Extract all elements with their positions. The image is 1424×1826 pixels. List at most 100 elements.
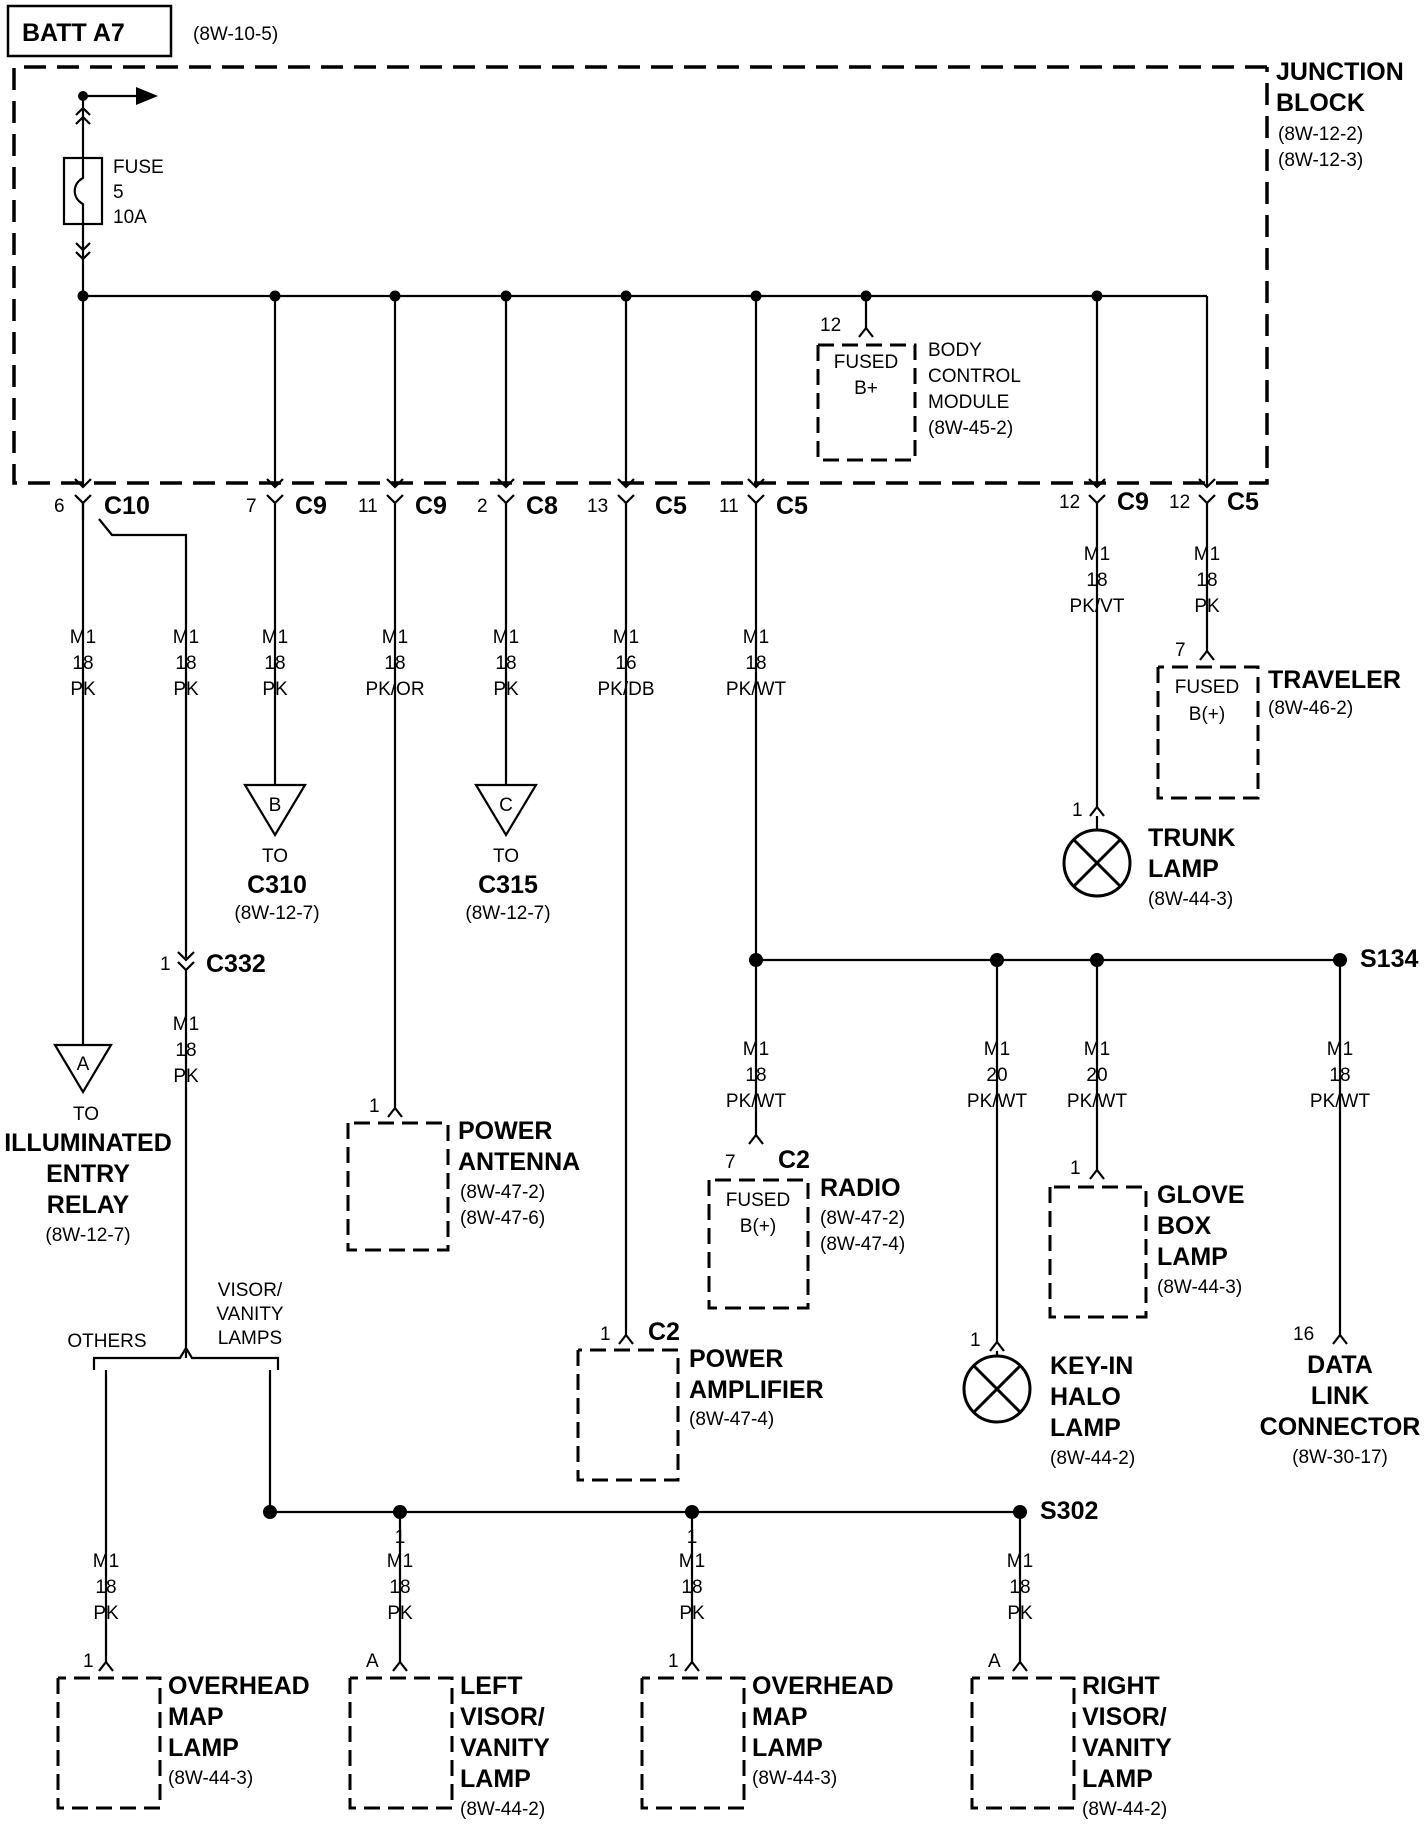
overhead-left-component bbox=[56, 1660, 162, 1810]
glove-box-name-2: BOX bbox=[1157, 1212, 1212, 1240]
c332-name: C332 bbox=[206, 950, 266, 978]
offpage-b-conn: C310 bbox=[247, 871, 307, 899]
radio-component bbox=[707, 1133, 810, 1310]
glove-box-name-3: LAMP bbox=[1157, 1243, 1228, 1271]
overhead-mid-name-3: LAMP bbox=[752, 1734, 823, 1762]
overhead-mid-name-1: OVERHEAD bbox=[752, 1672, 894, 1700]
fuse-number: 5 bbox=[113, 182, 124, 203]
bcm-name-3: MODULE bbox=[928, 392, 1009, 413]
wire-10-circuit: M1 bbox=[743, 1039, 769, 1060]
wire-3-gauge: 18 bbox=[384, 653, 405, 674]
wire-5-circuit: M1 bbox=[613, 627, 639, 648]
bcm-pin: 12 bbox=[820, 315, 841, 336]
wire-c10-branch bbox=[98, 518, 188, 958]
glove-box-pin: 1 bbox=[1070, 1158, 1081, 1179]
key-in-name-1: KEY-IN bbox=[1050, 1352, 1133, 1380]
s302-splice-dot-1 bbox=[263, 1505, 277, 1519]
fuse-lower-connector-icon bbox=[75, 242, 91, 261]
bcm-inner-2: B+ bbox=[854, 378, 878, 399]
power-amplifier-name-2: AMPLIFIER bbox=[689, 1376, 824, 1404]
junction-block-name: JUNCTION bbox=[1276, 58, 1404, 86]
offpage-a-name-3: RELAY bbox=[47, 1191, 130, 1219]
radio-inner-1: FUSED bbox=[726, 1190, 790, 1211]
traveler-inner-2: B(+) bbox=[1189, 704, 1225, 725]
wire-11-gauge: 20 bbox=[986, 1065, 1007, 1086]
c5-13-name: C5 bbox=[655, 492, 687, 520]
wire-10-color: PK/WT bbox=[726, 1091, 787, 1112]
wire-2-circuit: M1 bbox=[262, 627, 288, 648]
power-antenna-pin: 1 bbox=[369, 1096, 380, 1117]
c5-13-pin: 13 bbox=[587, 496, 608, 517]
wire-0-circuit: M1 bbox=[70, 627, 96, 648]
glove-box-component bbox=[1048, 1168, 1148, 1319]
wire-9-circuit: M1 bbox=[173, 1014, 199, 1035]
wire-1-gauge: 18 bbox=[175, 653, 196, 674]
left-visor-component bbox=[348, 1660, 454, 1810]
trunk-lamp-pin: 1 bbox=[1072, 800, 1083, 821]
wire-1-circuit: M1 bbox=[173, 627, 199, 648]
key-in-lamp-bulb-icon bbox=[962, 1340, 1032, 1424]
power-antenna-name-2: ANTENNA bbox=[458, 1148, 580, 1176]
overhead-mid-ref: (8W-44-3) bbox=[752, 1768, 837, 1789]
wire-15-gauge: 18 bbox=[389, 1577, 410, 1598]
right-visor-name-2: VISOR/ bbox=[1082, 1703, 1167, 1731]
s302-label: S302 bbox=[1040, 1497, 1098, 1525]
left-visor-pin: A bbox=[366, 1651, 379, 1672]
right-visor-name-4: LAMP bbox=[1082, 1765, 1153, 1793]
dlc-name-2: LINK bbox=[1311, 1382, 1369, 1410]
c8-name: C8 bbox=[526, 492, 558, 520]
c5-12-name: C5 bbox=[1227, 488, 1259, 516]
wire-0-gauge: 18 bbox=[72, 653, 93, 674]
branch-visor-1: VISOR/ bbox=[218, 1280, 283, 1301]
wire-9-gauge: 18 bbox=[175, 1040, 196, 1061]
wire-10-gauge: 18 bbox=[745, 1065, 766, 1086]
fuse-rating: 10A bbox=[113, 207, 147, 228]
batt-a7-box bbox=[6, 4, 173, 58]
overhead-mid-name-2: MAP bbox=[752, 1703, 808, 1731]
dlc-ref: (8W-30-17) bbox=[1292, 1447, 1388, 1468]
right-visor-name-1: RIGHT bbox=[1082, 1672, 1160, 1700]
drop-bcm bbox=[860, 290, 872, 328]
wire-4-circuit: M1 bbox=[493, 627, 519, 648]
bcm-component bbox=[816, 326, 917, 462]
radio-ref-1: (8W-47-2) bbox=[820, 1208, 905, 1229]
traveler-pin: 7 bbox=[1175, 640, 1186, 661]
dlc-name-3: CONNECTOR bbox=[1260, 1413, 1421, 1441]
c5-11-pin: 11 bbox=[719, 496, 739, 517]
c5-11-name: C5 bbox=[776, 492, 808, 520]
c9-7-pin: 7 bbox=[246, 496, 257, 517]
trunk-lamp-ref: (8W-44-3) bbox=[1148, 889, 1233, 910]
overhead-left-name-2: MAP bbox=[168, 1703, 224, 1731]
overhead-mid-component bbox=[640, 1660, 746, 1810]
power-amplifier-component bbox=[576, 1333, 680, 1482]
offpage-c-conn: C315 bbox=[478, 871, 538, 899]
wire-15-circuit: M1 bbox=[387, 1551, 413, 1572]
dlc-pin: 16 bbox=[1293, 1324, 1314, 1345]
wire-5-gauge: 16 bbox=[615, 653, 636, 674]
offpage-a-to: TO bbox=[73, 1104, 99, 1125]
offpage-c-triangle-icon bbox=[474, 783, 538, 838]
wire-16-gauge: 18 bbox=[681, 1577, 702, 1598]
right-visor-pin: A bbox=[988, 1651, 1001, 1672]
offpage-a-ref: (8W-12-7) bbox=[45, 1225, 130, 1246]
traveler-inner-1: FUSED bbox=[1175, 677, 1239, 698]
wire-2-gauge: 18 bbox=[264, 653, 285, 674]
drop-c5-11 bbox=[750, 290, 762, 486]
overhead-left-name-3: LAMP bbox=[168, 1734, 239, 1762]
right-visor-name-3: VANITY bbox=[1082, 1734, 1172, 1762]
branch-visor-2: VANITY bbox=[216, 1304, 284, 1325]
c9-11-name: C9 bbox=[415, 492, 447, 520]
wire-16-circuit: M1 bbox=[679, 1551, 705, 1572]
power-amplifier-ref: (8W-47-4) bbox=[689, 1409, 774, 1430]
branch-others: OTHERS bbox=[67, 1331, 146, 1352]
drop-c8 bbox=[500, 290, 512, 486]
wire-7-gauge: 18 bbox=[1086, 570, 1107, 591]
power-antenna-component bbox=[346, 1106, 450, 1252]
wire-12-color: PK/WT bbox=[1067, 1091, 1128, 1112]
wire-17-circuit: M1 bbox=[1007, 1551, 1033, 1572]
left-visor-ref: (8W-44-2) bbox=[460, 1799, 545, 1820]
wire-14-circuit: M1 bbox=[93, 1551, 119, 1572]
left-visor-name-1: LEFT bbox=[460, 1672, 523, 1700]
wire-2-color: PK bbox=[262, 679, 288, 700]
